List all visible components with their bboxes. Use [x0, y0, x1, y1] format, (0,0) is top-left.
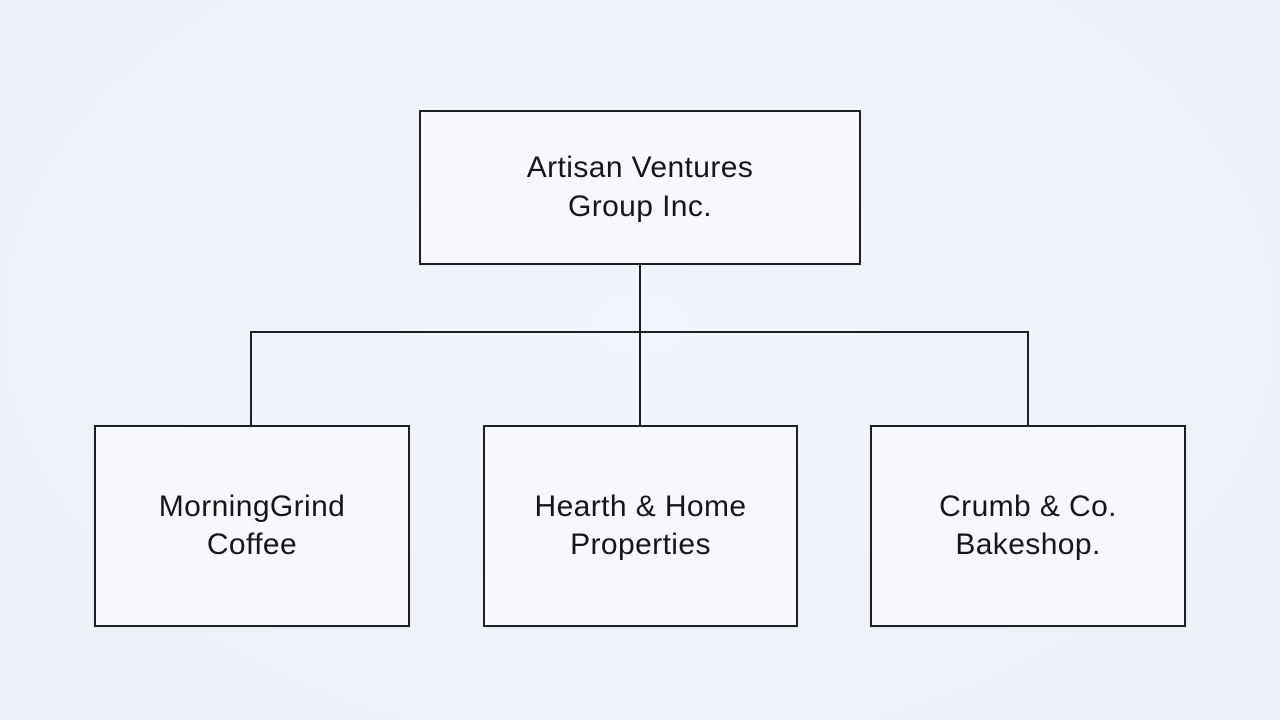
- org-node-crumb-and-co-bakeshop[interactable]: Crumb & Co. Bakeshop.: [870, 425, 1186, 627]
- org-node-child-1-label: Hearth & Home Properties: [534, 489, 747, 561]
- org-node-hearth-and-home-properties[interactable]: Hearth & Home Properties: [483, 425, 798, 627]
- org-node-child-2-label: Crumb & Co. Bakeshop.: [939, 489, 1117, 561]
- org-node-morninggrind-coffee[interactable]: MorningGrind Coffee: [94, 425, 410, 627]
- org-node-root[interactable]: Artisan Ventures Group Inc.: [419, 110, 861, 265]
- org-node-root-label: Artisan Ventures Group Inc.: [526, 151, 754, 223]
- org-node-child-0-label: MorningGrind Coffee: [158, 489, 346, 561]
